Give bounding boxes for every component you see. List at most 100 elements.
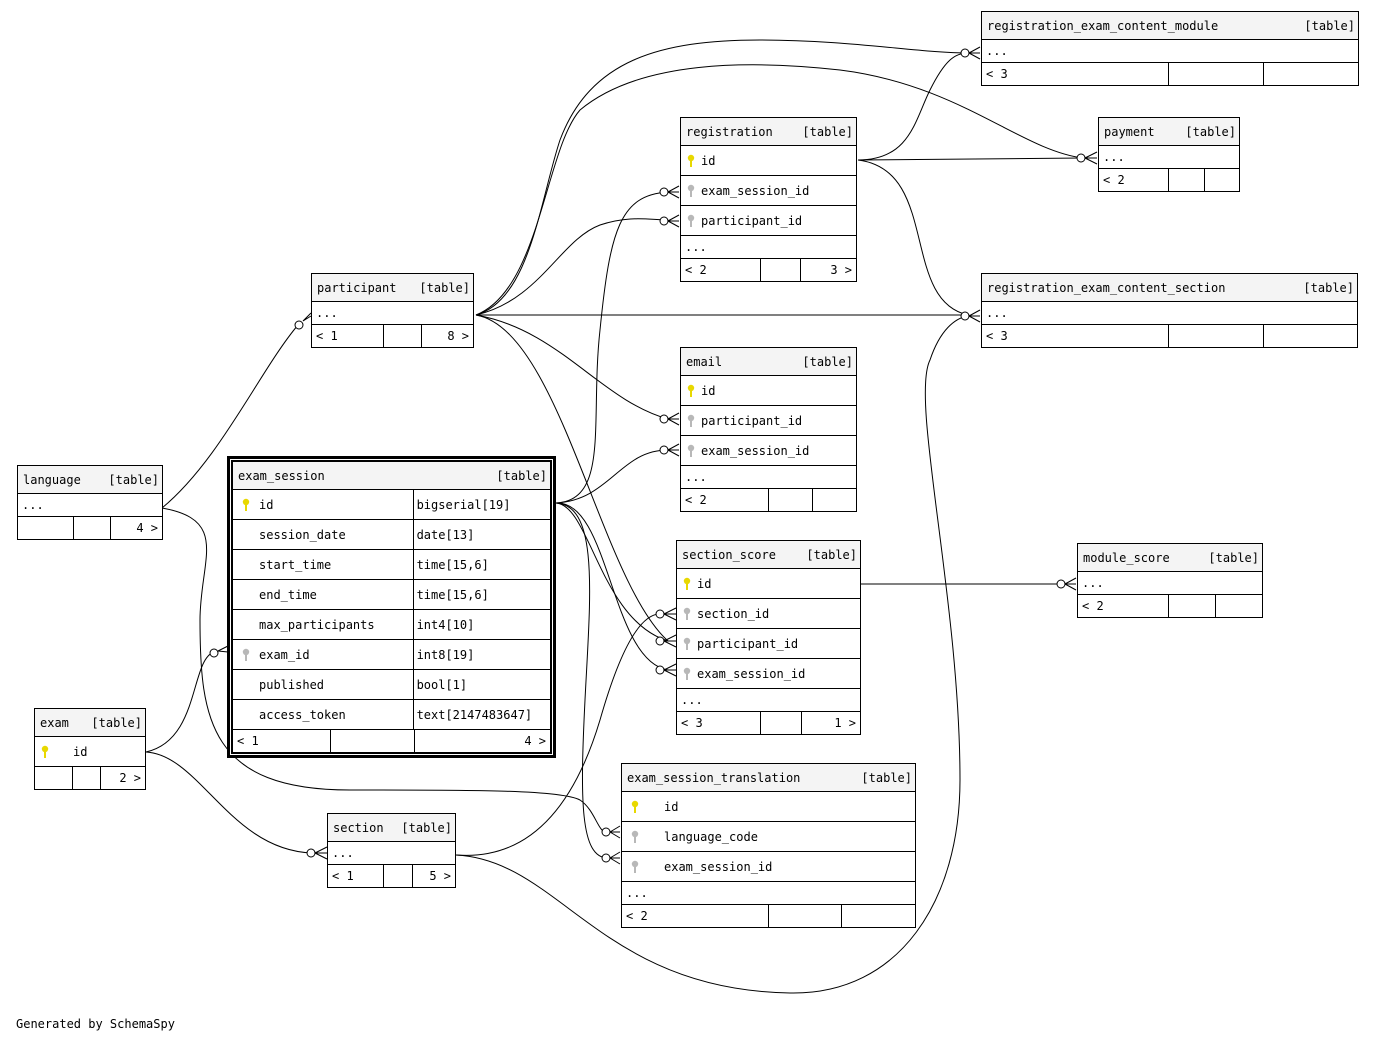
column-name-cell: session_date bbox=[233, 520, 413, 549]
primary-key-icon bbox=[35, 745, 55, 759]
table-language[interactable]: language [table] ... 4 > bbox=[17, 465, 163, 540]
footer-cell bbox=[72, 767, 100, 789]
table-tag: [table] bbox=[806, 547, 857, 562]
table-section-score[interactable]: section_score [table] id section_id part… bbox=[676, 540, 861, 735]
children-count[interactable]: 4 > bbox=[110, 517, 162, 539]
parents-count[interactable]: < 1 bbox=[332, 869, 354, 883]
column-name: id bbox=[73, 744, 88, 759]
children-count[interactable]: 4 > bbox=[413, 730, 550, 752]
table-registration[interactable]: registration [table] id exam_session_id … bbox=[680, 117, 857, 282]
footer-cell bbox=[1168, 169, 1204, 191]
table-header: registration_exam_content_section [table… bbox=[982, 274, 1357, 302]
table-footer: < 3 1 > bbox=[677, 712, 860, 734]
edge-participant-email bbox=[475, 314, 669, 420]
edge-participant-registration bbox=[475, 218, 669, 316]
footer-cell bbox=[1204, 169, 1239, 191]
edge-registration-recm bbox=[857, 52, 969, 161]
column-type: date[13] bbox=[412, 520, 550, 549]
table-exam[interactable]: exam [table] id 2 > bbox=[34, 708, 146, 790]
table-header: exam [table] bbox=[35, 709, 145, 737]
column-row[interactable]: exam_session_id bbox=[681, 436, 856, 466]
table-tag: [table] bbox=[419, 280, 470, 295]
column-name-cell: start_time bbox=[233, 550, 413, 579]
footer-cell bbox=[330, 730, 413, 752]
column-row[interactable]: participant_id bbox=[677, 629, 860, 659]
edge-exam-examsession bbox=[145, 651, 215, 753]
column-name: published bbox=[259, 677, 325, 692]
column-row[interactable]: participant_id bbox=[681, 206, 856, 236]
column-name: participant_id bbox=[701, 213, 803, 228]
column-row[interactable]: language_code bbox=[622, 822, 915, 852]
parents-count[interactable]: < 3 bbox=[986, 329, 1008, 343]
column-row[interactable]: id bbox=[681, 376, 856, 406]
column-name: end_time bbox=[259, 587, 317, 602]
table-name: section bbox=[333, 820, 384, 835]
primary-key-icon bbox=[233, 498, 259, 512]
column-row[interactable]: section_id bbox=[677, 599, 860, 629]
parents-count[interactable]: < 3 bbox=[986, 67, 1008, 81]
parents-count[interactable]: < 1 bbox=[316, 329, 338, 343]
parents-count[interactable]: < 2 bbox=[685, 493, 707, 507]
footer-cell bbox=[1168, 325, 1263, 347]
more-columns: ... bbox=[1078, 572, 1262, 595]
table-registration-exam-content-module[interactable]: registration_exam_content_module [table]… bbox=[981, 11, 1359, 86]
parents-count[interactable]: < 3 bbox=[681, 716, 703, 730]
table-header: module_score [table] bbox=[1078, 544, 1262, 572]
footer-cell bbox=[1168, 63, 1263, 85]
foreign-key-icon bbox=[681, 414, 701, 428]
foreign-key-icon bbox=[622, 860, 648, 874]
column-row[interactable]: participant_id bbox=[681, 406, 856, 436]
footer-cell bbox=[73, 517, 110, 539]
parents-count[interactable]: < 2 bbox=[685, 263, 707, 277]
table-payment[interactable]: payment [table] ... < 2 bbox=[1098, 117, 1240, 192]
edge-examsession-registration bbox=[555, 191, 669, 504]
children-count[interactable]: 8 > bbox=[421, 325, 473, 347]
column-type: text[2147483647] bbox=[412, 700, 550, 729]
column-type: bigserial[19] bbox=[412, 490, 550, 519]
column-row[interactable]: id bbox=[35, 737, 145, 767]
children-count[interactable]: 2 > bbox=[100, 767, 145, 789]
table-header: email [table] bbox=[681, 348, 856, 376]
column-row[interactable]: exam_session_id bbox=[681, 176, 856, 206]
table-participant[interactable]: participant [table] ... < 1 8 > bbox=[311, 273, 474, 348]
column-name-cell: id bbox=[233, 490, 413, 519]
children-count[interactable]: 5 > bbox=[412, 865, 455, 887]
parents-count[interactable]: < 2 bbox=[1082, 599, 1104, 613]
column-name-cell: exam_id bbox=[233, 640, 413, 669]
table-name: section_score bbox=[682, 547, 776, 562]
column-row[interactable]: id bbox=[622, 792, 915, 822]
table-registration-exam-content-section[interactable]: registration_exam_content_section [table… bbox=[981, 273, 1358, 348]
table-footer: 4 > bbox=[18, 517, 162, 539]
table-section[interactable]: section [table] ... < 1 5 > bbox=[327, 813, 456, 888]
table-name: registration_exam_content_section bbox=[987, 280, 1226, 295]
column-row[interactable]: id bbox=[677, 569, 860, 599]
parents-count[interactable]: < 2 bbox=[626, 909, 648, 923]
table-exam-session-translation[interactable]: exam_session_translation [table] id lang… bbox=[621, 763, 916, 928]
parents-count[interactable]: < 2 bbox=[1103, 173, 1125, 187]
table-tag: [table] bbox=[1303, 280, 1354, 295]
column-name: id bbox=[701, 383, 716, 398]
table-module-score[interactable]: module_score [table] ... < 2 bbox=[1077, 543, 1263, 618]
more-columns: ... bbox=[982, 40, 1358, 63]
column-row[interactable]: exam_session_id bbox=[622, 852, 915, 882]
column-name: exam_session_id bbox=[664, 859, 773, 874]
primary-key-icon bbox=[681, 154, 701, 168]
column-type: int8[19] bbox=[412, 640, 550, 669]
parents-count[interactable]: < 1 bbox=[237, 734, 259, 748]
column-row[interactable]: exam_session_id bbox=[677, 659, 860, 689]
children-count[interactable]: 1 > bbox=[801, 712, 860, 734]
children-count[interactable]: 3 > bbox=[800, 259, 856, 281]
table-tag: [table] bbox=[861, 770, 912, 785]
table-email[interactable]: email [table] id participant_id exam_ses… bbox=[680, 347, 857, 512]
column-name: participant_id bbox=[697, 636, 799, 651]
column-row[interactable]: id bbox=[681, 146, 856, 176]
